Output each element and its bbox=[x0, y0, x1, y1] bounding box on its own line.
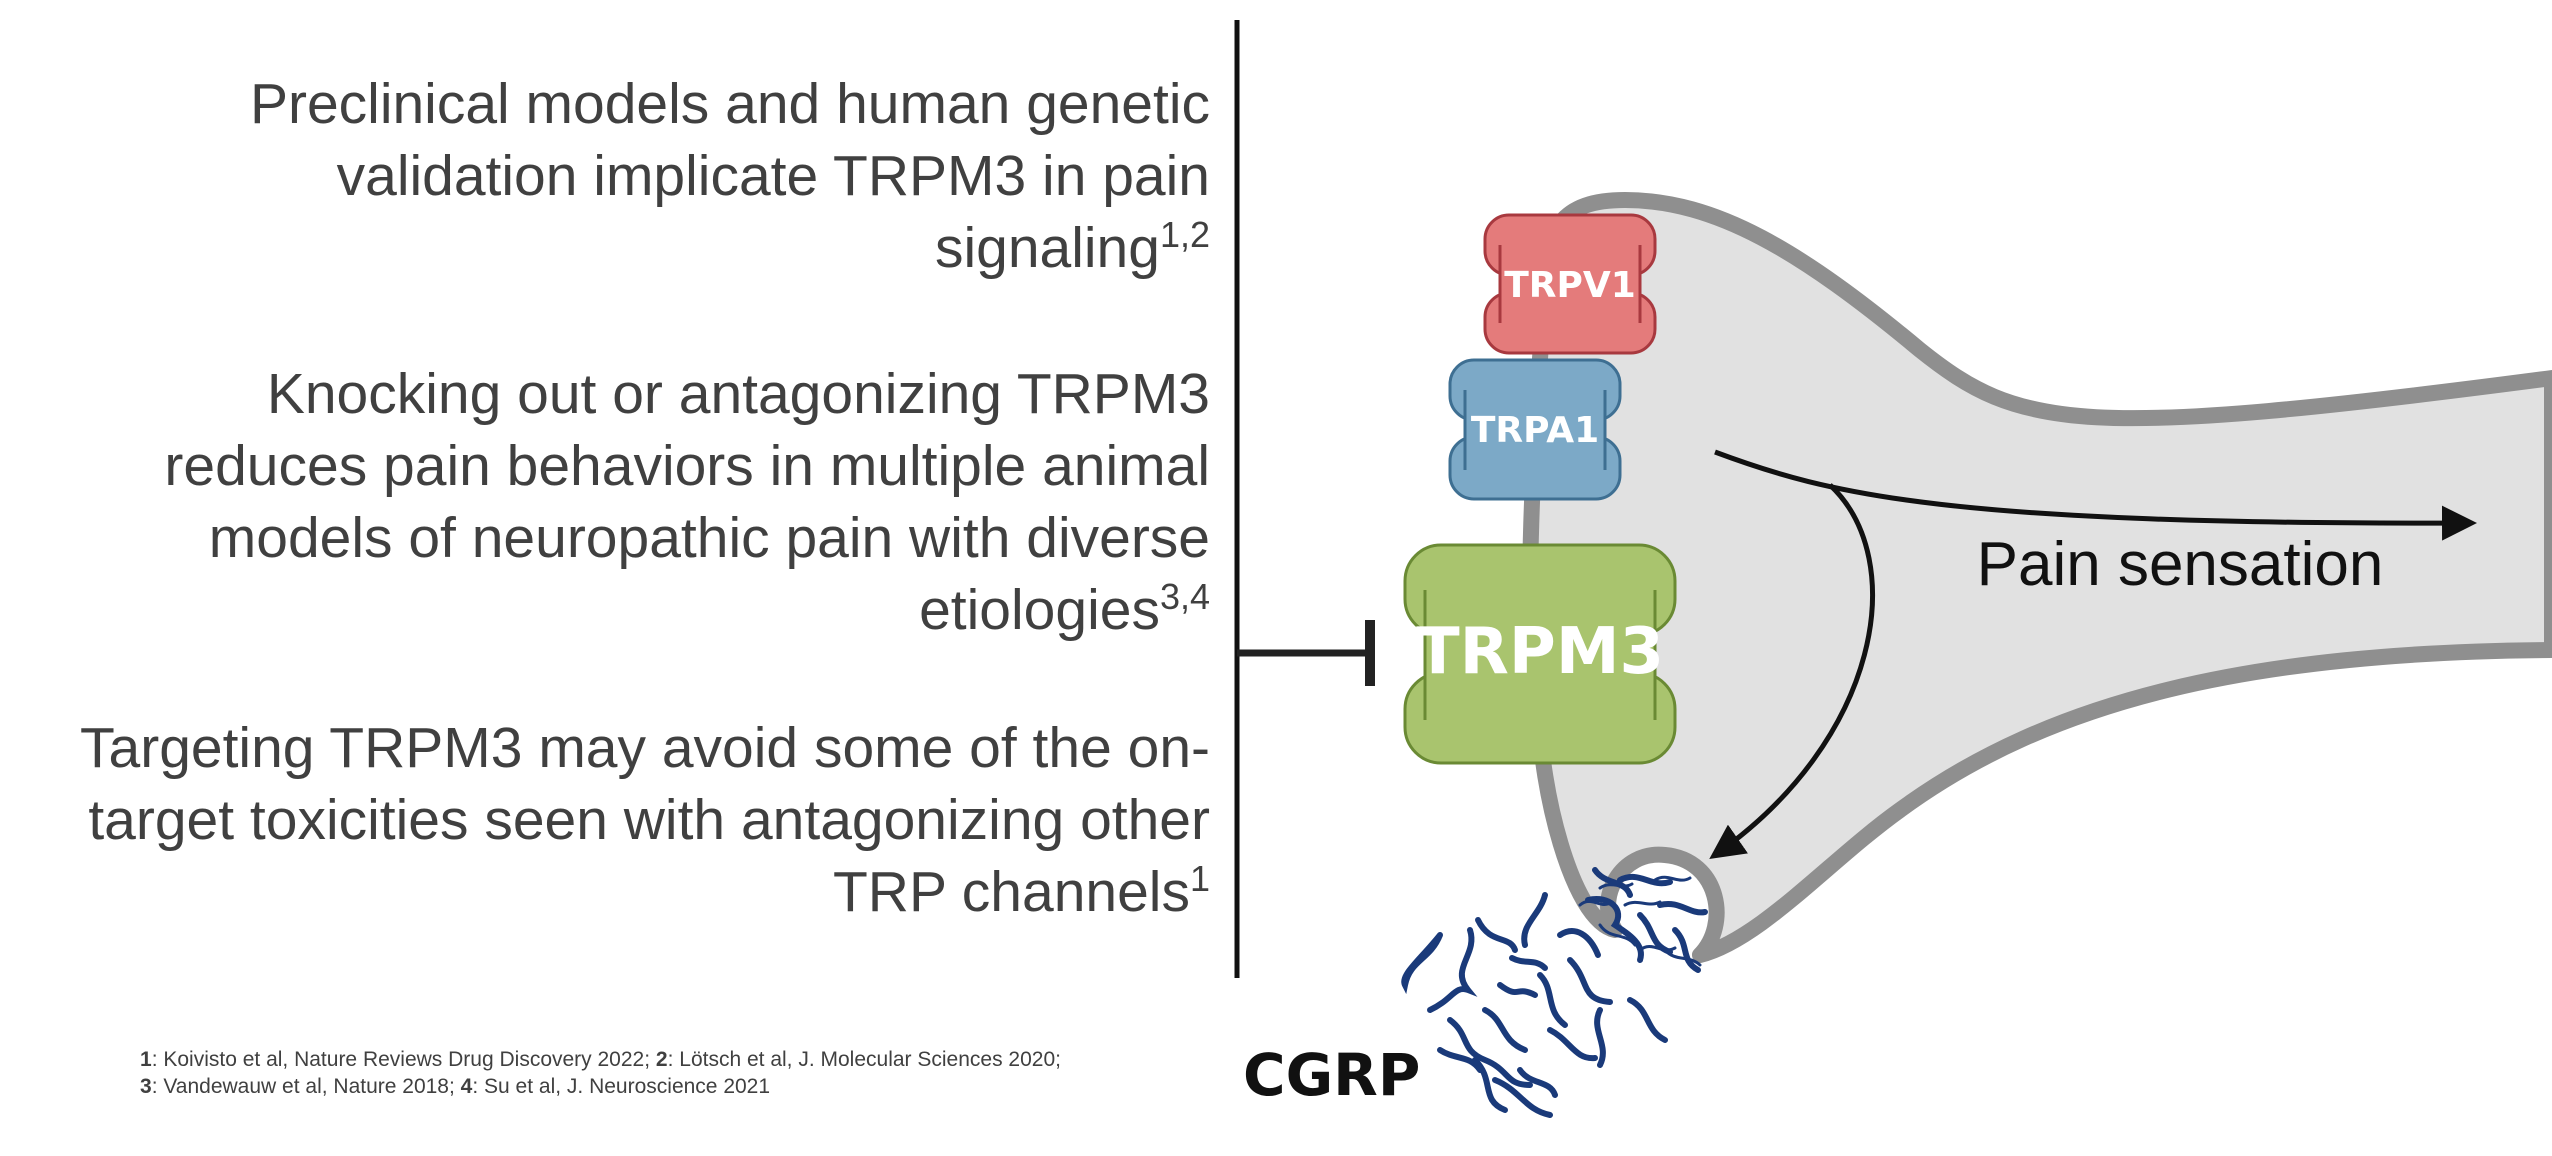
bullet-2-citation: 3,4 bbox=[1159, 576, 1210, 617]
bullet-3-citation: 1 bbox=[1189, 858, 1210, 899]
ref-2-number: 2 bbox=[655, 1048, 668, 1071]
references-line-2: 3: Vandewauw et al, Nature 2018; 4: Su e… bbox=[140, 1073, 1061, 1100]
ref-4-text: : Su et al, J. Neuroscience 2021 bbox=[472, 1075, 771, 1098]
trpm3-label: TRPM3 bbox=[1416, 615, 1664, 689]
trpa1-label: TRPA1 bbox=[1471, 410, 1599, 451]
ref-4-number: 4 bbox=[460, 1075, 473, 1098]
bullet-2-text: Knocking out or antagonizing TRPM3 reduc… bbox=[164, 362, 1210, 642]
trpa1-channel: TRPA1 bbox=[1448, 358, 1622, 501]
cgrp-release-arrow bbox=[1709, 483, 1876, 860]
trpv1-label: TRPV1 bbox=[1504, 265, 1636, 306]
trpv1-channel: TRPV1 bbox=[1483, 213, 1657, 355]
pain-sensation-label: Pain sensation bbox=[1977, 530, 2384, 599]
cgrp-peptides-small bbox=[1578, 875, 1702, 967]
ref-3-number: 3 bbox=[140, 1075, 152, 1098]
trpm3-channel: TRPM3 bbox=[1403, 543, 1677, 765]
bullet-1: Preclinical models and human genetic val… bbox=[60, 68, 1210, 284]
references-line-1: 1: Koivisto et al, Nature Reviews Drug D… bbox=[140, 1046, 1061, 1073]
cgrp-label: CGRP bbox=[1243, 1041, 1420, 1109]
ref-1-number: 1 bbox=[140, 1048, 152, 1071]
bullet-3-text: Targeting TRPM3 may avoid some of the on… bbox=[80, 716, 1210, 924]
neuron-terminal bbox=[1522, 192, 2552, 963]
pain-sensation-arrow bbox=[1714, 449, 2477, 541]
ref-1-text: : Koivisto et al, Nature Reviews Drug Di… bbox=[151, 1048, 656, 1071]
bullet-3: Targeting TRPM3 may avoid some of the on… bbox=[60, 712, 1210, 928]
bullet-1-citation: 1,2 bbox=[1159, 214, 1210, 255]
bullet-1-text: Preclinical models and human genetic val… bbox=[249, 72, 1210, 280]
ref-3-text: : Vandewauw et al, Nature 2018; bbox=[151, 1075, 461, 1098]
cgrp-peptides bbox=[1401, 867, 1708, 1118]
references: 1: Koivisto et al, Nature Reviews Drug D… bbox=[140, 1046, 1061, 1100]
ref-2-text: : Lötsch et al, J. Molecular Sciences 20… bbox=[667, 1048, 1061, 1071]
bullet-2: Knocking out or antagonizing TRPM3 reduc… bbox=[60, 358, 1210, 646]
